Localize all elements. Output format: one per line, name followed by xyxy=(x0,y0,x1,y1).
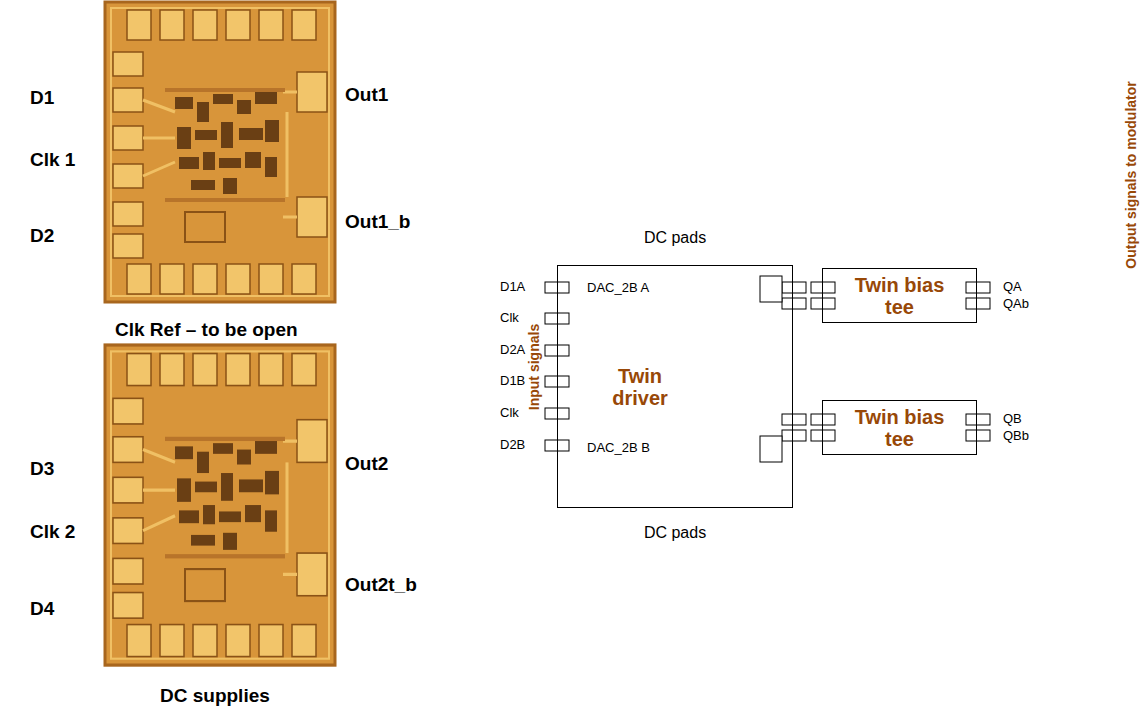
pin-name: D1 xyxy=(30,87,54,109)
signal-name: Clk xyxy=(500,311,519,326)
block-box: Twin driver xyxy=(557,265,793,508)
note-text: DC supplies xyxy=(160,685,270,707)
pin-name: D2 xyxy=(30,225,54,247)
pad-label: DC pads xyxy=(644,229,706,247)
axis-note: Input signals xyxy=(526,324,542,410)
axis-note: Output signals to modulator xyxy=(1123,81,1139,268)
signal-name: QAb xyxy=(1003,297,1029,312)
signal-name: D2B xyxy=(500,438,525,453)
pin-name: Out2t_b xyxy=(345,574,417,596)
block-box: Twin bias tee xyxy=(822,268,977,323)
pad-symbols xyxy=(545,276,990,462)
chip-photo xyxy=(105,2,335,302)
signal-name: D1B xyxy=(500,374,525,389)
signal-name: D2A xyxy=(500,343,525,358)
block-title: Twin driver xyxy=(600,365,680,409)
block-box: Twin bias tee xyxy=(822,400,977,455)
pin-name: D3 xyxy=(30,458,54,480)
signal-name: QB xyxy=(1003,412,1022,427)
pad-label: DC pads xyxy=(644,524,706,542)
note-text: Clk Ref – to be open xyxy=(115,319,298,341)
part-name: DAC_2B B xyxy=(587,441,650,456)
pin-name: Clk 1 xyxy=(30,149,75,171)
pin-name: D4 xyxy=(30,598,54,620)
chip-photo xyxy=(105,345,335,665)
pin-name: Out2 xyxy=(345,453,388,475)
block-title: Twin bias tee xyxy=(841,406,959,450)
pin-name: Out1 xyxy=(345,84,388,106)
part-name: DAC_2B A xyxy=(587,281,649,296)
signal-name: QBb xyxy=(1003,429,1029,444)
pin-name: Clk 2 xyxy=(30,521,75,543)
block-title: Twin bias tee xyxy=(841,274,959,318)
pin-name: Out1_b xyxy=(345,211,410,233)
signal-name: D1A xyxy=(500,280,525,295)
signal-name: QA xyxy=(1003,280,1022,295)
signal-name: Clk xyxy=(500,406,519,421)
